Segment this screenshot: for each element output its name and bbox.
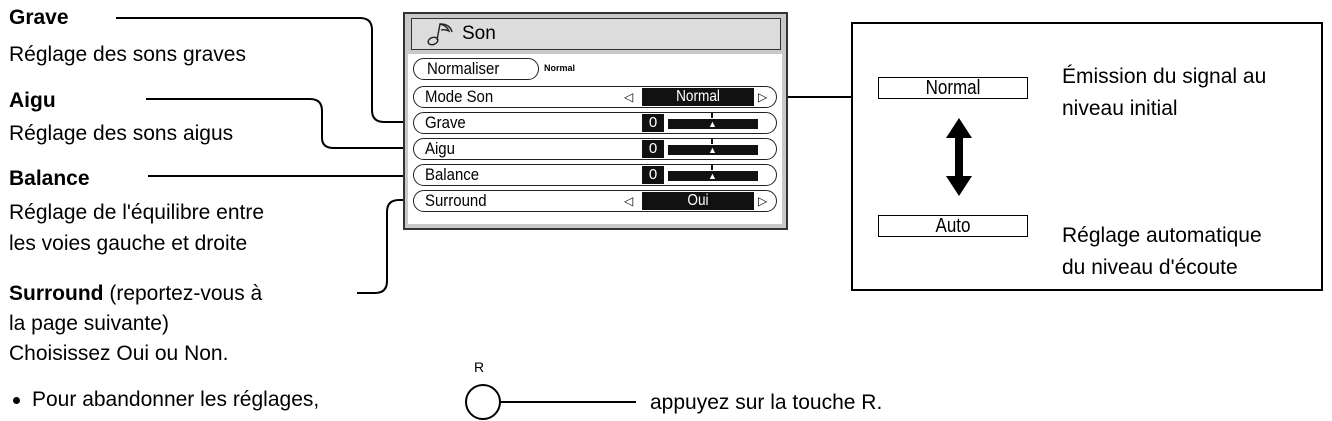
grave-title: Grave — [9, 6, 69, 29]
balance-center-tick — [711, 165, 713, 170]
surround-note-2: la page suivante) — [9, 312, 169, 335]
menu-title-bar — [411, 18, 781, 50]
aigu-slider-marker: ▲ — [708, 145, 717, 155]
r-button-instruction: appuyez sur la touche R. — [650, 391, 883, 414]
left-arrow-icon: ◁ — [624, 90, 634, 104]
abandon-text: Pour abandonner les réglages, — [32, 388, 320, 411]
balance-title: Balance — [9, 167, 90, 190]
mode-options-panel — [851, 22, 1323, 291]
balance-description-2: les voies gauche et droite — [9, 232, 248, 255]
grave-center-tick — [711, 113, 713, 118]
balance-row-value: 0 — [642, 166, 664, 184]
option-normal-desc-2: niveau initial — [1062, 97, 1178, 120]
menu-title: Son — [462, 23, 496, 44]
mode-son-value-box: Normal — [642, 88, 754, 106]
option-auto: Auto — [878, 215, 1028, 237]
grave-slider[interactable] — [668, 119, 758, 129]
grave-row-value: 0 — [642, 114, 664, 132]
option-normal-label: Normal — [925, 77, 981, 99]
r-button-label: R — [474, 359, 485, 375]
option-normal-desc-1: Émission du signal au — [1062, 65, 1267, 88]
right-arrow-icon: ▷ — [758, 194, 768, 208]
balance-row-label: Balance — [425, 165, 480, 184]
option-auto-desc-2: du niveau d'écoute — [1062, 256, 1238, 279]
surround-callout-line — [357, 199, 412, 294]
surround-heading: Surround (reportez-vous à — [9, 282, 262, 306]
mode-son-label: Mode Son — [425, 87, 494, 106]
aigu-row-value: 0 — [642, 140, 664, 158]
grave-description: Réglage des sons graves — [9, 43, 246, 66]
balance-description-1: Réglage de l'équilibre entre — [9, 201, 265, 224]
normaliser-value: Normal — [544, 63, 576, 73]
music-note-icon — [425, 20, 455, 48]
surround-choice: Choisissez Oui ou Non. — [9, 342, 229, 365]
option-auto-label: Auto — [935, 215, 971, 237]
option-auto-desc-1: Réglage automatique — [1062, 224, 1262, 247]
grave-callout-line — [116, 17, 412, 123]
normaliser-label: Normaliser — [427, 59, 500, 78]
surround-note: (reportez-vous à — [103, 282, 263, 305]
up-down-arrow-icon — [946, 118, 972, 196]
surround-value-box: Oui — [642, 192, 754, 210]
surround-title: Surround — [9, 282, 104, 305]
grave-row-label: Grave — [425, 113, 466, 132]
surround-row-value: Oui — [687, 192, 709, 209]
option-normal: Normal — [878, 77, 1028, 99]
mode-son-value: Normal — [676, 88, 720, 105]
surround-row-label: Surround — [425, 191, 487, 210]
aigu-title: Aigu — [9, 89, 56, 112]
balance-slider-marker: ▲ — [708, 171, 717, 181]
grave-slider-marker: ▲ — [708, 119, 717, 129]
right-arrow-icon: ▷ — [758, 90, 768, 104]
aigu-center-tick — [711, 139, 713, 144]
balance-slider[interactable] — [668, 171, 758, 181]
normaliser-button[interactable] — [413, 58, 539, 80]
aigu-row-label: Aigu — [425, 139, 455, 158]
aigu-description: Réglage des sons aigus — [9, 122, 234, 145]
left-arrow-icon: ◁ — [624, 194, 634, 208]
aigu-slider[interactable] — [668, 145, 758, 155]
bullet — [13, 397, 20, 404]
r-button-icon — [465, 384, 501, 420]
aigu-callout-line — [146, 98, 412, 149]
